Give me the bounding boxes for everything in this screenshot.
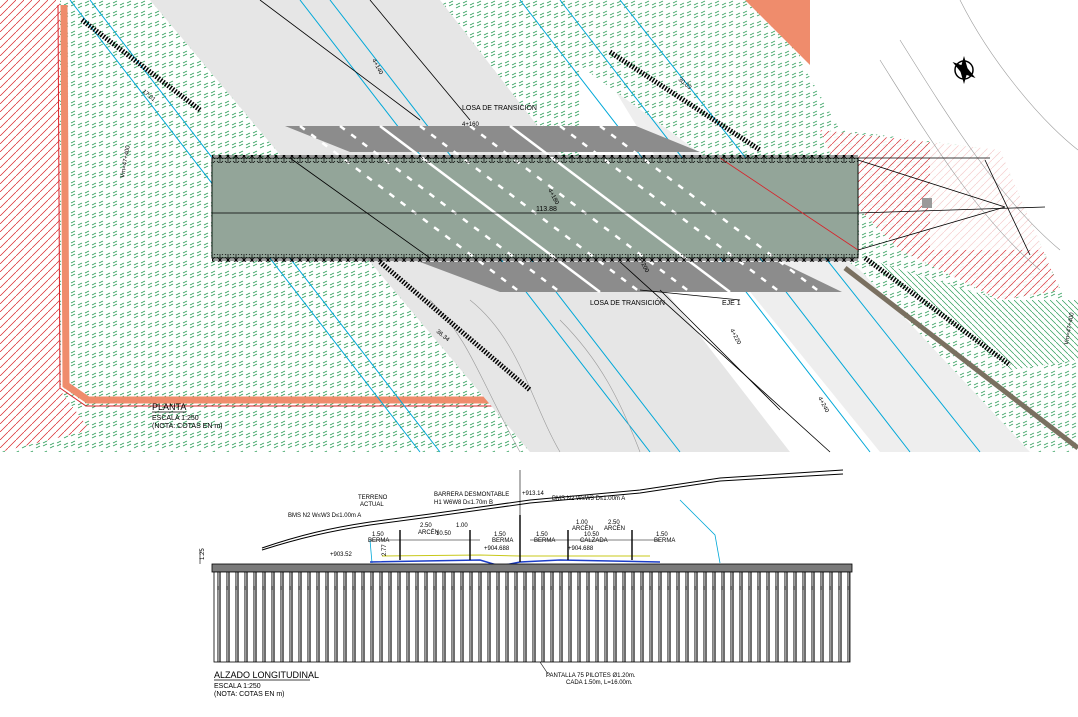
plan-lane-markings bbox=[299, 125, 821, 293]
elevation-scale: ESCALA 1:250 bbox=[214, 683, 261, 690]
elevation-note: (NOTA: COTAS EN m) bbox=[214, 691, 285, 698]
plan-transition-slab-top-label: LOSA DE TRANSICIÓN bbox=[462, 103, 537, 112]
plan-station-4240: 4+240 bbox=[816, 396, 830, 414]
plan-side-note-left: Vm=47+400 bbox=[120, 144, 132, 178]
elevation-terrain bbox=[261, 469, 844, 551]
elev-dim-4: 10.50 bbox=[436, 531, 452, 537]
transition-slab-bottom bbox=[420, 262, 842, 292]
plan-deck-length: 113.88 bbox=[536, 206, 557, 213]
elev-dim-125: 1.25 bbox=[200, 548, 206, 560]
plan-view: LOSA DE TRANSICIÓN LOSA DE TRANSICIÓN EJ… bbox=[0, 0, 1078, 453]
elev-calzada: CALZADA bbox=[580, 538, 608, 544]
plan-title: PLANTA bbox=[152, 402, 186, 412]
plan-side-barriers bbox=[80, 18, 1012, 392]
elev-dim-8: 2.50 bbox=[608, 520, 620, 526]
plan-salmon-boundary bbox=[60, 4, 560, 404]
deck-barrier-top bbox=[212, 155, 858, 163]
elev-barrier-label: BARRERA DESMONTABLE bbox=[434, 492, 509, 498]
capping-beam bbox=[211, 563, 853, 573]
plan-station-4220: 4+220 bbox=[728, 328, 742, 346]
plan-left-red-zone bbox=[0, 0, 90, 452]
plan-right-slope bbox=[490, 0, 1078, 452]
elev-level-mid1: +904.688 bbox=[484, 546, 510, 552]
plan-transition-slab-bottom-label: LOSA DE TRANSICIÓN bbox=[590, 298, 665, 307]
elev-dim-9: 10.50 bbox=[584, 532, 600, 538]
elev-dim-10: 1.50 bbox=[656, 532, 668, 538]
plan-station-4160: 4+160 bbox=[462, 122, 480, 128]
north-arrow-icon bbox=[952, 56, 976, 84]
bridge-deck bbox=[211, 157, 859, 259]
elev-dim-6: 1.50 bbox=[536, 532, 548, 538]
elev-dim-1: 1.50 bbox=[372, 532, 384, 538]
elev-arcen-right: ARCÉN bbox=[572, 525, 593, 532]
elev-arcen-left: ARCÉN bbox=[418, 529, 439, 536]
elev-level-top: +913.14 bbox=[522, 491, 545, 497]
elev-dim-5: 1.50 bbox=[494, 532, 506, 538]
plan-note: (NOTA: COTAS EN m) bbox=[152, 423, 223, 430]
elev-barrier-spec: H1 W6W8 D≤1.70m B bbox=[434, 500, 493, 506]
elev-piles-spec: CADA 1.50m, L=16.00m. bbox=[566, 680, 633, 686]
elev-dim-2: 2.50 bbox=[420, 523, 432, 529]
elevation-title: ALZADO LONGITUDINAL bbox=[214, 670, 319, 680]
plan-side-note-right: Vm=47+400 bbox=[1064, 311, 1076, 345]
elev-berma-right: BERMA bbox=[654, 538, 675, 544]
elev-berma-left: BERMA bbox=[368, 538, 389, 544]
elev-level-mid2: +904.688 bbox=[568, 546, 594, 552]
elev-berma-mid: BERMA bbox=[492, 538, 513, 544]
deck-barrier-bottom bbox=[212, 254, 858, 262]
elev-dim-3: 1.00 bbox=[456, 523, 468, 529]
elev-level-left: +903.52 bbox=[330, 552, 353, 558]
plan-axis-label: EJE 1 bbox=[722, 300, 741, 307]
elev-bms-left: BMS N2 W≤W3 D≤1.00m A bbox=[288, 513, 361, 519]
pile-screen bbox=[213, 571, 851, 663]
transition-slab-top bbox=[285, 126, 700, 152]
elev-arcen-right2: ARCÉN bbox=[604, 525, 625, 532]
elev-bms-right: BMS N2 W≤W3 D≤1.00m A bbox=[552, 496, 625, 502]
plan-scale: ESCALA 1:250 bbox=[152, 415, 199, 422]
elev-berma-mid2: BERMA bbox=[534, 538, 555, 544]
elev-piles-label: PANTALLA 75 PILOTES Ø1.20m. bbox=[546, 673, 636, 679]
elev-dim-7: 1.00 bbox=[576, 520, 588, 526]
elev-dim-277: 2.77 bbox=[382, 544, 388, 556]
